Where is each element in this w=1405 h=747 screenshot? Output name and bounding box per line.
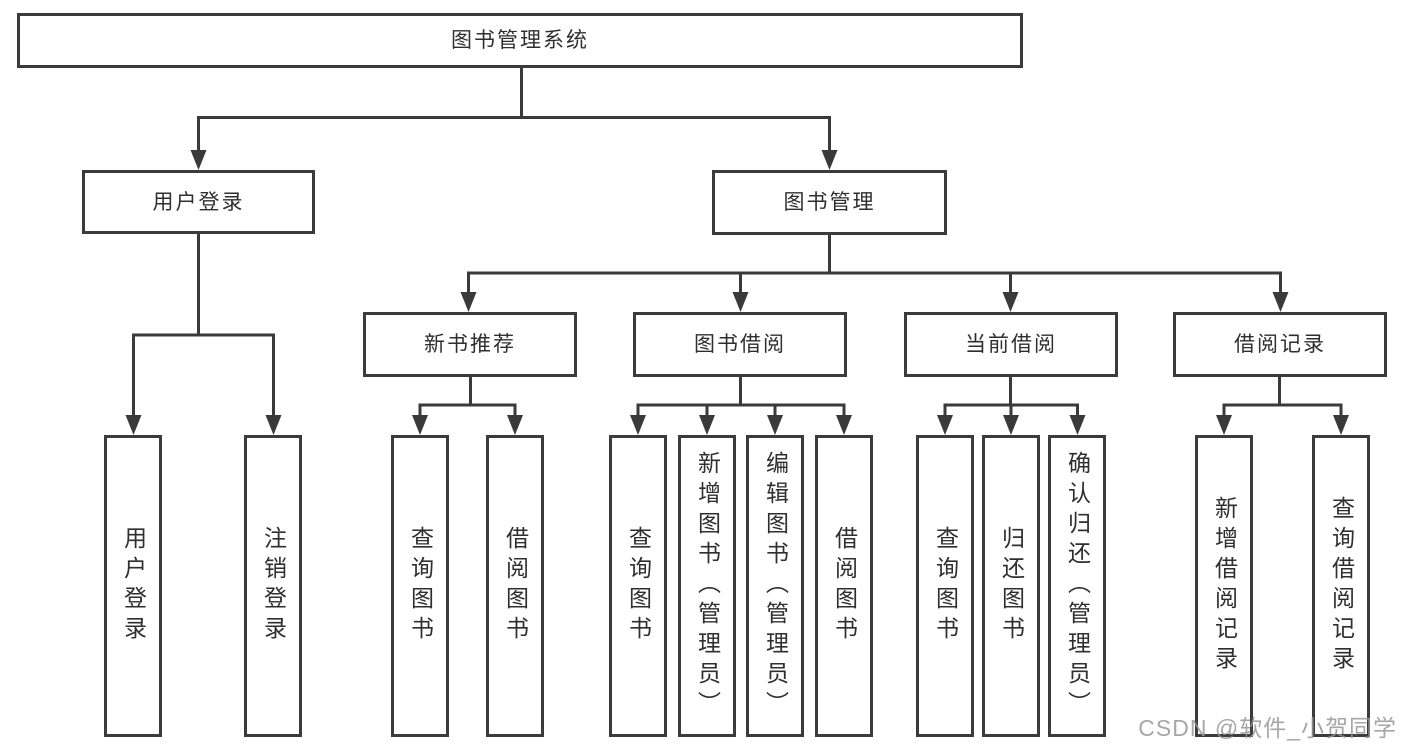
connector-current-borrow-split	[937, 374, 1086, 435]
leaf-edit-book-admin: 编辑图书（管理员）	[746, 435, 804, 737]
arrow-down-icon	[1003, 415, 1019, 435]
leaf-borrow-books-recommend: 借阅图书	[486, 435, 544, 737]
arrow-down-icon	[836, 415, 852, 435]
arrow-down-icon	[190, 150, 207, 170]
connector-user-login-split	[125, 231, 282, 435]
leaf-add-borrow-record: 新增借阅记录	[1195, 435, 1253, 737]
arrow-down-icon	[699, 415, 715, 435]
arrow-down-icon	[937, 415, 953, 435]
arrow-down-icon	[1216, 415, 1232, 435]
arrow-down-icon	[125, 415, 142, 435]
leaf-query-books-borrow: 查询图书	[609, 435, 667, 737]
node-library-system: 图书管理系统	[17, 13, 1023, 68]
node-borrow-record: 借阅记录	[1173, 312, 1387, 377]
arrow-down-icon	[1069, 415, 1086, 435]
leaf-logout: 注销登录	[244, 435, 302, 737]
connector-borrow-record-split	[1216, 374, 1349, 435]
arrow-down-icon	[630, 415, 646, 435]
arrow-down-icon	[460, 292, 477, 312]
node-new-book-recommend: 新书推荐	[363, 312, 577, 377]
leaf-return-book: 归还图书	[982, 435, 1040, 737]
leaf-confirm-return-admin: 确认归还（管理员）	[1048, 435, 1106, 737]
node-book-borrow: 图书借阅	[633, 312, 847, 377]
arrow-down-icon	[507, 415, 523, 435]
leaf-query-books-current: 查询图书	[916, 435, 974, 737]
leaf-add-book-admin: 新增图书（管理员）	[678, 435, 736, 737]
node-current-borrow: 当前借阅	[904, 312, 1118, 377]
leaf-query-books-recommend: 查询图书	[391, 435, 449, 737]
arrow-down-icon	[732, 292, 749, 312]
csdn-watermark: CSDN @软件_小贺同学	[1138, 715, 1397, 741]
node-book-management: 图书管理	[712, 170, 947, 235]
arrow-down-icon	[1272, 292, 1289, 312]
arrow-down-icon	[265, 415, 282, 435]
arrow-down-icon	[412, 415, 428, 435]
connector-book-borrow-split	[630, 374, 852, 435]
connector-root-split	[190, 67, 838, 170]
arrow-down-icon	[821, 150, 838, 170]
leaf-user-login: 用户登录	[104, 435, 162, 737]
connector-book-management-split	[460, 232, 1289, 312]
leaf-borrow-books: 借阅图书	[815, 435, 873, 737]
leaf-query-borrow-record: 查询借阅记录	[1312, 435, 1370, 737]
arrow-down-icon	[767, 415, 783, 435]
node-user-login: 用户登录	[82, 170, 315, 234]
connector-new-book-split	[412, 374, 523, 435]
arrow-down-icon	[1333, 415, 1349, 435]
arrow-down-icon	[1002, 292, 1019, 312]
